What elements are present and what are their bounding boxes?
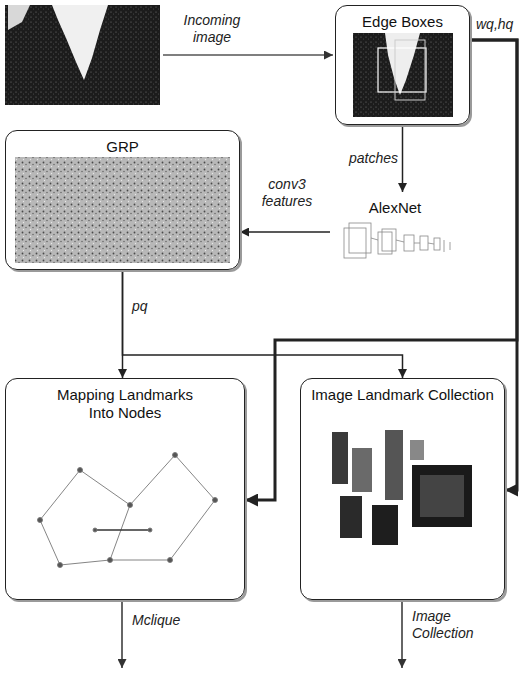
connector bbox=[245, 40, 517, 500]
connector bbox=[123, 270, 403, 378]
input-label: Incoming image bbox=[170, 12, 254, 46]
grp-noise-image bbox=[15, 157, 230, 263]
node-title: AlexNet bbox=[335, 192, 455, 217]
output-arrow bbox=[401, 602, 403, 668]
input-arrow bbox=[163, 54, 333, 56]
process-box: Mapping Landmarks Into Nodes bbox=[5, 378, 245, 600]
edge-label: conv3 features bbox=[250, 176, 324, 210]
connector bbox=[240, 231, 330, 233]
node-title: Mapping Landmarks Into Nodes bbox=[50, 379, 200, 422]
connector bbox=[470, 40, 517, 490]
output-label: Mclique bbox=[130, 612, 214, 629]
edge-label: patches bbox=[336, 150, 400, 167]
output-label: Image Collection bbox=[410, 608, 494, 642]
process-box: Edge Boxes bbox=[335, 5, 470, 125]
node-title: GRP bbox=[23, 131, 223, 156]
process-box: GRP bbox=[5, 130, 240, 270]
edge-boxes-image bbox=[353, 33, 453, 117]
incoming-image bbox=[5, 5, 160, 105]
edge-label: wq,hq bbox=[474, 16, 528, 33]
landmark-graph bbox=[38, 453, 218, 568]
alexnet-sketch bbox=[344, 223, 450, 258]
node-title: Image Landmark Collection bbox=[305, 379, 500, 404]
process-box: Image Landmark Collection bbox=[300, 378, 505, 600]
landmark-collection-image bbox=[332, 430, 472, 545]
output-arrow bbox=[121, 602, 123, 668]
node-title: Edge Boxes bbox=[343, 6, 463, 31]
network-node: AlexNet bbox=[330, 192, 460, 270]
connector bbox=[402, 125, 404, 192]
edge-label: pq bbox=[130, 298, 174, 315]
